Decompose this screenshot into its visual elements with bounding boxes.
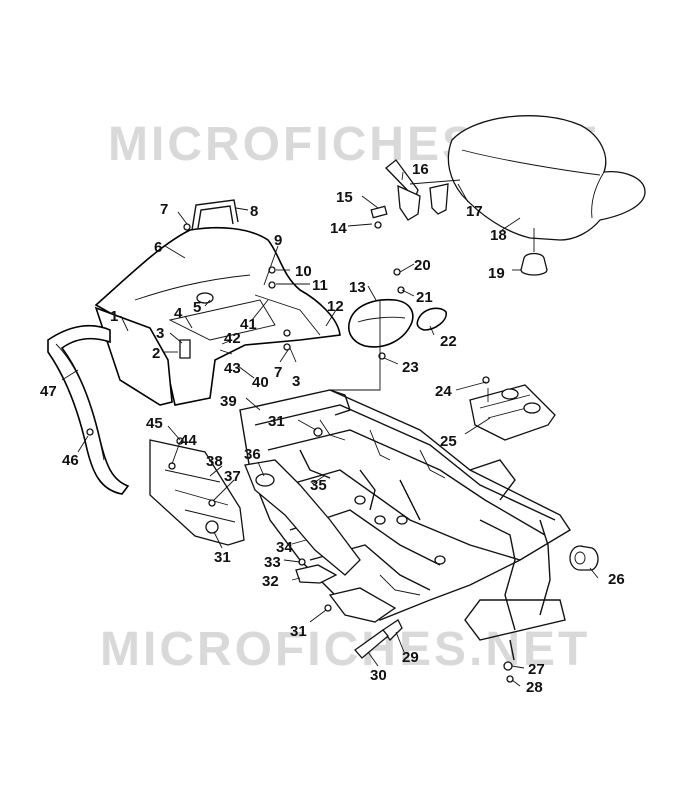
callout-25: 25 [440, 433, 457, 450]
bolt-group [86, 223, 514, 683]
callout-32: 32 [262, 573, 279, 590]
footrest-bracket [328, 587, 397, 623]
fender-mud-flap [94, 306, 173, 406]
callout-36: 36 [244, 446, 261, 463]
callout-7: 7 [160, 201, 168, 218]
callout-14: 14 [330, 220, 347, 237]
callout-29: 29 [402, 649, 419, 666]
callout-22: 22 [440, 333, 457, 350]
callout-2: 2 [152, 345, 160, 362]
callout-45: 45 [146, 415, 163, 432]
callout-31: 31 [290, 623, 307, 640]
callout-6: 6 [154, 239, 162, 256]
callout-17: 17 [466, 203, 483, 220]
callout-31: 31 [214, 549, 231, 566]
callout-43: 43 [224, 360, 241, 377]
callout-41: 41 [240, 316, 257, 333]
callout-34: 34 [276, 539, 293, 556]
callout-35: 35 [310, 477, 327, 494]
callout-19: 19 [488, 265, 505, 282]
seat-bumper [520, 228, 548, 276]
callout-7: 7 [274, 364, 282, 381]
rear-rack [469, 384, 556, 441]
callout-30: 30 [370, 667, 387, 684]
callout-44: 44 [180, 432, 197, 449]
callout-24: 24 [435, 383, 452, 400]
callout-37: 37 [224, 468, 241, 485]
engine-mount-bushing [569, 545, 599, 571]
callout-47: 47 [40, 383, 57, 400]
callout-15: 15 [336, 189, 353, 206]
callout-labels: 1 2 3 3 4 5 6 7 7 8 9 10 11 12 13 14 15 … [40, 161, 625, 696]
callout-3: 3 [292, 373, 300, 390]
frame-floor-plate [244, 459, 361, 576]
fender-handle [191, 199, 239, 231]
trim-strip [47, 324, 130, 495]
storage-box-cover [348, 298, 414, 348]
callout-10: 10 [295, 263, 312, 280]
callout-13: 13 [349, 279, 366, 296]
callout-3: 3 [156, 325, 164, 342]
callout-1: 1 [110, 308, 118, 325]
callout-21: 21 [416, 289, 433, 306]
callout-28: 28 [526, 679, 543, 696]
callout-46: 46 [62, 452, 79, 469]
callout-26: 26 [608, 571, 625, 588]
callout-9: 9 [274, 232, 282, 249]
callout-33: 33 [264, 554, 281, 571]
callout-4: 4 [174, 305, 183, 322]
callout-5: 5 [193, 299, 201, 316]
leader-lines [61, 171, 599, 687]
footwell-panel [149, 439, 245, 546]
callout-27: 27 [528, 661, 545, 678]
storage-gasket [416, 307, 447, 331]
callout-23: 23 [402, 359, 419, 376]
callout-12: 12 [327, 298, 344, 315]
callout-16: 16 [412, 161, 429, 178]
callout-31: 31 [268, 413, 285, 430]
rear-fender [94, 226, 341, 406]
callout-18: 18 [490, 227, 507, 244]
callout-20: 20 [414, 257, 431, 274]
callout-39: 39 [220, 393, 237, 410]
callout-40: 40 [252, 374, 269, 391]
callout-42: 42 [224, 330, 241, 347]
callout-8: 8 [250, 203, 258, 220]
seat [447, 115, 646, 241]
callout-11: 11 [312, 277, 328, 294]
callout-38: 38 [206, 453, 223, 470]
